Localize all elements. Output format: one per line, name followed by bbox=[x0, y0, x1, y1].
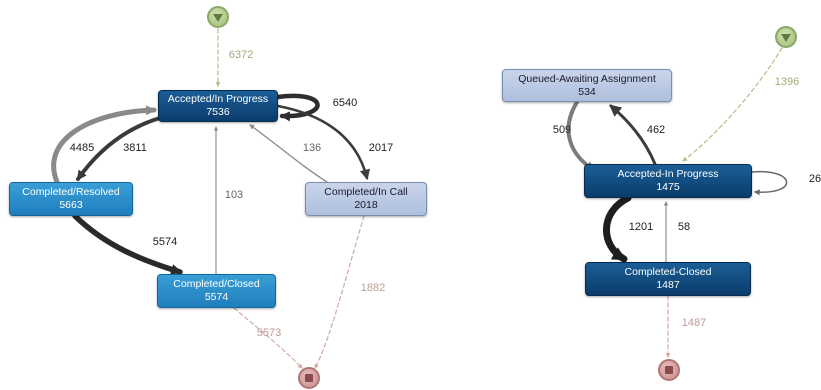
edge-accepted-to-resolved[interactable] bbox=[76, 116, 162, 181]
edge-label-in-call-to-accepted: 136 bbox=[302, 142, 322, 154]
node-completed-closed[interactable]: Completed-Closed 1487 bbox=[585, 262, 751, 296]
node-count: 2018 bbox=[354, 199, 378, 211]
edge-accepted-to-closed[interactable] bbox=[603, 194, 632, 263]
node-queued-awaiting-assignment[interactable]: Queued-Awaiting Assignment 534 bbox=[502, 69, 672, 102]
node-name: Completed/Resolved bbox=[22, 186, 120, 198]
edge-label-queued-to-accepted: 509 bbox=[552, 124, 572, 136]
edge-label-resolved-to-closed: 5574 bbox=[152, 236, 178, 248]
edge-start-to-accepted[interactable] bbox=[682, 47, 783, 162]
edge-label-start-to-accepted: 6372 bbox=[228, 49, 254, 61]
edge-label-closed-to-end: 5573 bbox=[256, 327, 282, 339]
edge-label-resolved-to-accepted: 4485 bbox=[69, 142, 95, 154]
node-count: 7536 bbox=[206, 106, 230, 118]
edge-label-start-to-accepted: 1396 bbox=[774, 76, 800, 88]
edge-label-accepted-self-loop: 26 bbox=[808, 173, 821, 185]
node-name: Accepted-In Progress bbox=[617, 168, 719, 180]
node-completed-resolved[interactable]: Completed/Resolved 5663 bbox=[9, 182, 133, 216]
start-event-icon[interactable] bbox=[775, 26, 797, 48]
edge-in-call-to-end[interactable] bbox=[314, 215, 365, 369]
start-event-icon[interactable] bbox=[207, 6, 229, 28]
edge-in-call-to-accepted[interactable] bbox=[249, 124, 331, 185]
edge-label-in-call-to-end: 1882 bbox=[360, 282, 386, 294]
end-event-icon[interactable] bbox=[298, 367, 320, 389]
edge-accepted-self-loop[interactable] bbox=[751, 170, 788, 196]
end-event-icon[interactable] bbox=[658, 359, 680, 381]
node-accepted-in-progress[interactable]: Accepted/In Progress 7536 bbox=[158, 90, 278, 122]
node-completed-closed[interactable]: Completed/Closed 5574 bbox=[157, 274, 276, 308]
edge-label-closed-to-accepted: 58 bbox=[677, 221, 691, 233]
node-accepted-in-progress[interactable]: Accepted-In Progress 1475 bbox=[584, 164, 752, 198]
node-count: 1475 bbox=[656, 181, 680, 193]
edge-closed-to-end[interactable] bbox=[233, 307, 303, 369]
edge-label-accepted-self-loop: 6540 bbox=[332, 97, 358, 109]
edge-accepted-to-queued[interactable] bbox=[609, 104, 657, 166]
edge-label-accepted-to-closed: 1201 bbox=[628, 221, 654, 233]
node-name: Completed/Closed bbox=[173, 278, 260, 290]
edge-label-accepted-to-in-call: 2017 bbox=[368, 142, 394, 154]
node-count: 5663 bbox=[59, 199, 83, 211]
node-count: 5574 bbox=[204, 291, 229, 303]
edge-resolved-to-accepted[interactable] bbox=[51, 105, 157, 185]
edge-label-accepted-to-queued: 462 bbox=[646, 124, 666, 136]
edge-label-closed-to-accepted: 103 bbox=[224, 189, 244, 201]
node-count: 534 bbox=[578, 85, 596, 98]
node-name: Queued-Awaiting Assignment bbox=[518, 72, 656, 85]
node-name: Completed/In Call bbox=[324, 186, 408, 198]
edge-resolved-to-closed[interactable] bbox=[72, 213, 183, 275]
edge-label-accepted-to-resolved: 3811 bbox=[123, 142, 147, 154]
node-count: 1487 bbox=[656, 279, 680, 291]
edge-queued-to-accepted[interactable] bbox=[566, 100, 596, 172]
node-completed-in-call[interactable]: Completed/In Call 2018 bbox=[305, 182, 427, 216]
edge-accepted-to-in-call[interactable] bbox=[276, 104, 371, 181]
edge-accepted-self-loop[interactable] bbox=[275, 93, 320, 122]
edge-label-closed-to-end: 1487 bbox=[681, 317, 707, 329]
node-name: Accepted/In Progress bbox=[167, 93, 269, 105]
node-name: Completed-Closed bbox=[624, 266, 712, 278]
